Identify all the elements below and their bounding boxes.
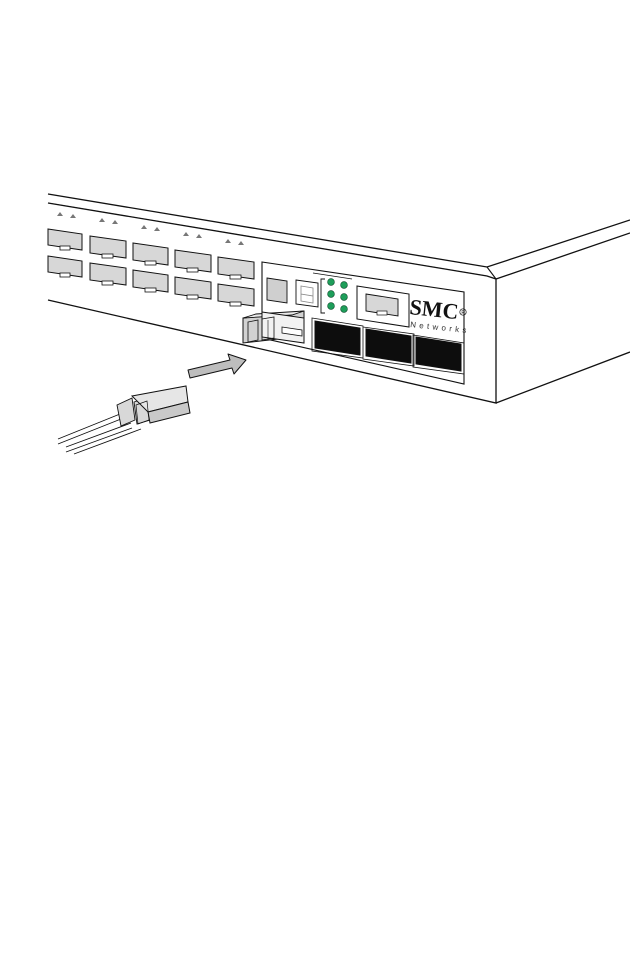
led-indicator (341, 294, 348, 301)
brand-name: SMC (408, 294, 459, 324)
sfp-transceiver (243, 311, 304, 343)
led-indicator (328, 279, 335, 286)
registered-mark: R (461, 310, 465, 316)
led-indicator (328, 303, 335, 310)
led-indicator (328, 291, 335, 298)
lc-connector (117, 386, 190, 426)
switch-side-panel (496, 233, 630, 403)
seven-segment-display (296, 280, 318, 307)
led-indicator (341, 282, 348, 289)
console-block (267, 278, 287, 303)
arrow-right-icon (188, 354, 246, 378)
led-indicator (341, 306, 348, 313)
